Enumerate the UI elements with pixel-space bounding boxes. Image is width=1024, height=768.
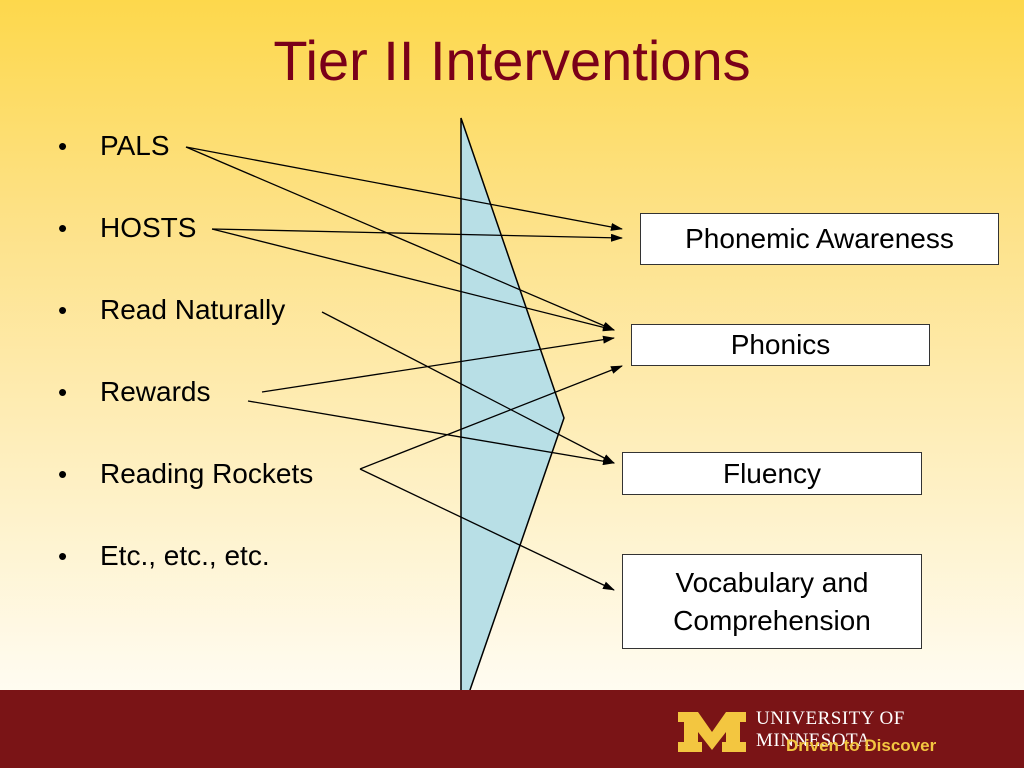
university-m-logo	[678, 712, 746, 752]
arrow-rewards-to-phonics	[261, 335, 615, 393]
bullet-reading-rockets: Reading Rockets	[58, 456, 313, 538]
target-phonemic-awareness: Phonemic Awareness	[640, 213, 999, 265]
bullet-hosts: HOSTS	[58, 210, 313, 292]
bullet-pals: PALS	[58, 128, 313, 210]
slide-title: Tier II Interventions	[273, 29, 751, 92]
arrow-rewards-to-fluency	[247, 400, 615, 466]
arrow-hosts-to-phonemic-awareness	[211, 228, 623, 242]
target-fluency: Fluency	[622, 452, 922, 495]
arrow-pals-to-phonemic-awareness	[185, 146, 623, 231]
target-phonics: Phonics	[631, 324, 930, 366]
university-tagline: Driven to Discover	[786, 736, 937, 755]
intervention-list: PALS HOSTS Read Naturally Rewards Readin…	[58, 128, 313, 620]
university-name: UNIVERSITY OF MINNESOTA	[756, 708, 905, 751]
footer-bar	[0, 690, 1024, 768]
arrow-hosts-to-phonics	[211, 228, 615, 332]
connection-arrows	[185, 146, 623, 591]
bullet-rewards: Rewards	[58, 374, 313, 456]
arrow-read-naturally-to-fluency	[321, 311, 615, 464]
bullet-read-naturally: Read Naturally	[58, 292, 313, 374]
target-vocabulary-comprehension: Vocabulary and Comprehension	[622, 554, 922, 649]
bullet-etc: Etc., etc., etc.	[58, 538, 313, 620]
arrow-reading-rockets-to-vocabulary-and-comprehension	[359, 468, 615, 591]
arrow-pals-to-phonics	[185, 146, 615, 331]
funnel-shape	[460, 117, 565, 717]
arrow-reading-rockets-to-phonics	[359, 365, 623, 470]
